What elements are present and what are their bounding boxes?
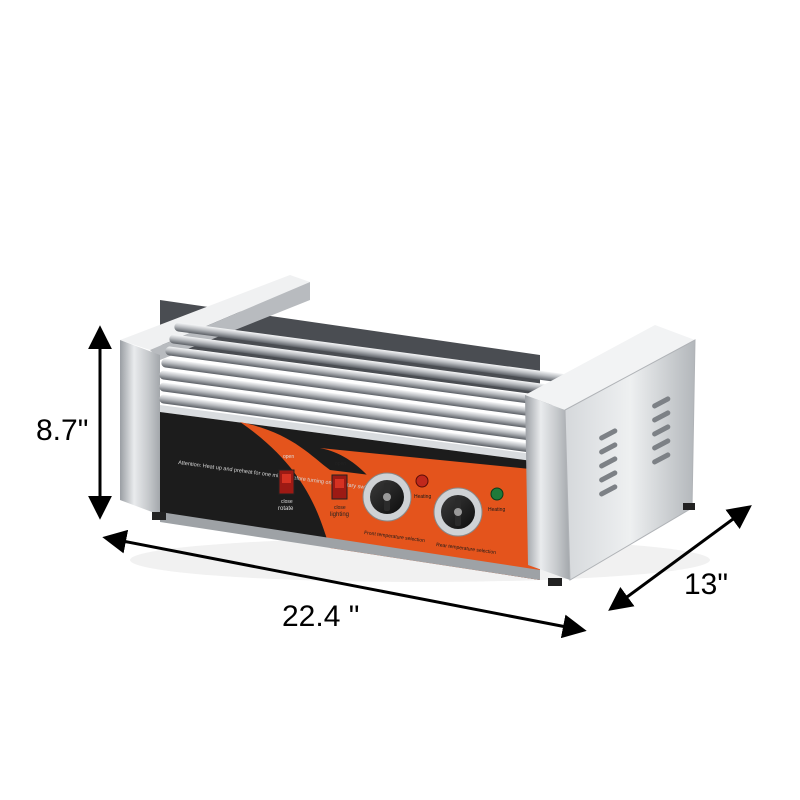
roller [174,322,566,383]
width-arrow [102,529,587,639]
roller [159,394,541,454]
lighting-switch[interactable] [331,474,348,500]
left-housing-front [120,340,160,515]
rotate-switch[interactable] [278,469,295,495]
indicator-right-label: Heating [488,507,505,513]
depth-label: 13" [684,568,728,601]
drip-tray [160,405,540,462]
indicator-light-red [415,474,429,488]
rotate-close-label: close [281,499,293,505]
right-housing-top [525,325,695,410]
lighting-close-label: close [334,505,346,511]
foot [548,578,562,586]
left-housing-top [120,275,310,350]
rear-temperature-knob[interactable] [433,487,483,537]
indicator-left-label: Heating [414,494,431,500]
width-label: 22.4 " [282,600,359,633]
foot [683,503,695,510]
rollers [159,322,566,454]
roller [159,382,543,442]
rotate-label: rotate [278,506,294,512]
roller [161,358,549,418]
height-label: 8.7" [36,414,88,447]
right-housing-front [525,395,570,580]
roller [169,334,561,395]
depth-arrow [608,505,752,611]
lighting-open-label: open [335,461,346,467]
foot [152,512,166,520]
rotate-open-label: open [283,454,294,460]
vent-slots [599,396,671,497]
front-temperature-knob[interactable] [362,472,412,522]
roller [165,346,555,407]
indicator-light-green [490,487,504,501]
roller [159,370,545,430]
lighting-label: lighting [330,512,349,518]
